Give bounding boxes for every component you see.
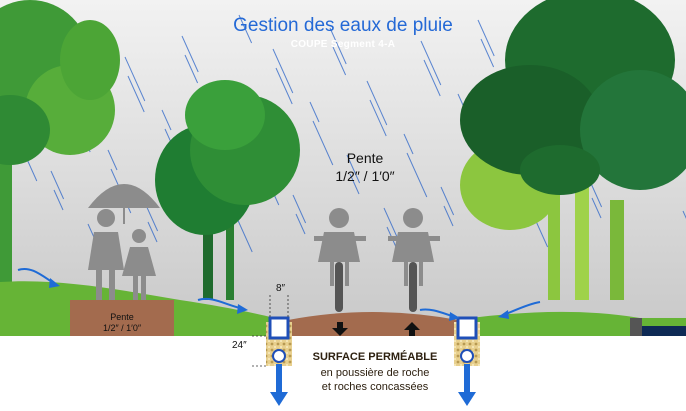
curb: [630, 318, 642, 336]
diagram-subtitle: COUPE Segment 4-A: [290, 39, 396, 50]
slope-main-label: Pente: [346, 150, 384, 166]
middle-tree: [155, 80, 300, 300]
down-arrow-icon: [332, 322, 348, 336]
rain-streak: [346, 154, 361, 184]
right-trees: [460, 0, 686, 300]
rain-streak: [329, 27, 347, 65]
rain-streak: [181, 35, 199, 73]
rain-streak: [50, 170, 65, 200]
rain-streak: [420, 40, 442, 86]
rain-streak: [107, 149, 118, 171]
runoff-arrow-icon: [197, 298, 248, 314]
rain-streak: [366, 80, 388, 126]
rain-streak: [53, 189, 64, 211]
cyclist-icon: [314, 208, 366, 312]
dimension-depth-label: 24″: [232, 340, 247, 351]
surface-line-1: en poussière de roche: [320, 367, 430, 379]
rain-streak: [332, 46, 347, 76]
rain-streak: [591, 197, 602, 219]
slope-main-value: 1/2″ / 1′0″: [335, 168, 395, 184]
rain-streak: [349, 173, 360, 195]
left-drain-trench: [266, 316, 292, 366]
cyclist-icon: [388, 208, 440, 312]
adult-figure-icon: [88, 209, 124, 300]
rain-streak: [403, 133, 414, 155]
child-figure-icon: [122, 229, 156, 300]
slope-left-label: Pente: [110, 312, 134, 322]
runoff-arrow-icon: [17, 268, 60, 288]
rain-streak: [238, 14, 253, 44]
left-tree: [0, 0, 120, 290]
surface-description: en poussière de roche et roches concassé…: [300, 366, 450, 394]
rain-streak: [534, 218, 549, 248]
slope-label-left: Pente 1/2″ / 1′0″: [70, 312, 174, 334]
runoff-arrow-icon: [498, 301, 541, 319]
rain-streak: [147, 221, 158, 243]
rain-streak: [295, 213, 306, 235]
rain-streak: [440, 186, 455, 216]
slope-left-value: 1/2″ / 1′0″: [102, 323, 142, 333]
down-arrow-icon: [458, 364, 476, 406]
rain-streak: [275, 67, 293, 105]
road-edge: [642, 326, 686, 336]
diagram-title: Gestion des eaux de pluie: [233, 15, 453, 36]
runoff-arrow-icon: [419, 308, 460, 321]
rain-streak: [369, 99, 387, 137]
surface-title: SURFACE PERMÉABLE: [312, 351, 438, 363]
rain-streak: [184, 54, 199, 84]
rain-streak: [309, 101, 320, 123]
rain-streak: [235, 215, 253, 253]
dimension-width-label: 8″: [276, 283, 286, 294]
rain-streak: [312, 120, 334, 166]
up-arrow-icon: [404, 322, 420, 336]
rain-streak: [124, 56, 146, 102]
rain-streak: [161, 109, 172, 131]
rain-streak: [292, 194, 307, 224]
surface-line-2: et roches concassées: [321, 381, 429, 393]
rain-streak: [406, 152, 428, 198]
rain-streak: [423, 59, 441, 97]
rain-streak: [480, 38, 495, 68]
slope-label-main: Pente 1/2″ / 1′0″: [320, 149, 410, 185]
soil-block: [70, 300, 174, 336]
rain-streak: [272, 48, 294, 94]
rain-streak: [127, 75, 145, 113]
umbrella-icon: [88, 184, 160, 224]
rain-streak: [443, 205, 454, 227]
down-arrow-icon: [270, 364, 288, 406]
rain-streak: [682, 210, 686, 219]
rain-streak: [477, 19, 495, 57]
right-drain-trench: [454, 316, 480, 366]
